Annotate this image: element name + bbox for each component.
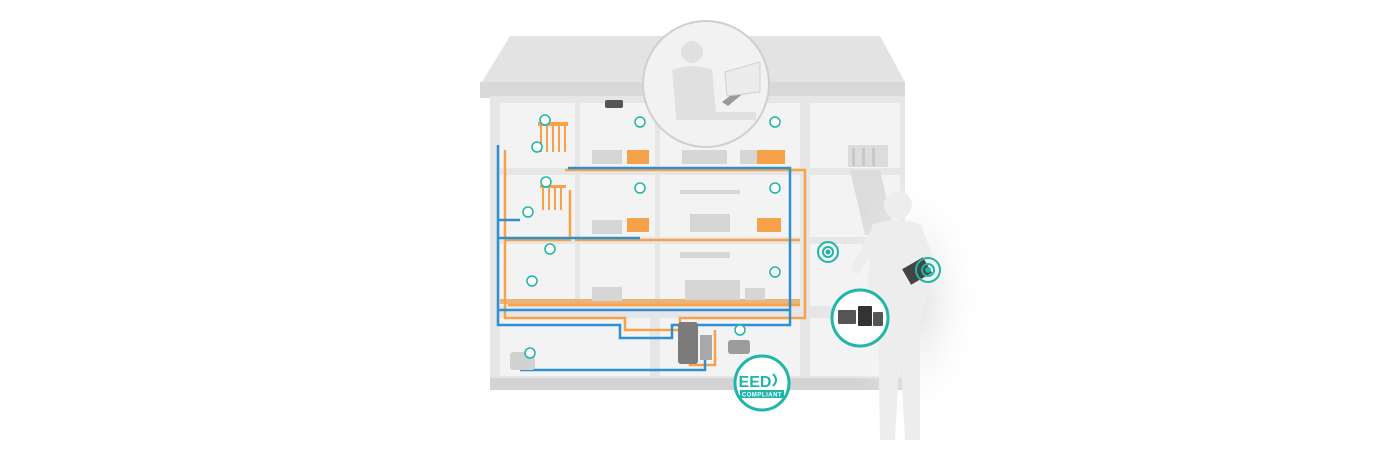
wireless-signal-icon (522, 206, 534, 218)
wooden-floor (500, 299, 800, 304)
gateway-device (605, 100, 623, 108)
room (500, 244, 575, 306)
wireless-signal-icon (539, 114, 551, 126)
office-worker-laptop-icon (642, 20, 770, 148)
wireless-signal-icon (531, 141, 543, 153)
wireless-signal-icon (915, 257, 941, 283)
wireless-signal-icon (540, 176, 552, 188)
radiators (538, 122, 785, 232)
wireless-signal-icon (634, 116, 646, 128)
wireless-signal-icon (769, 266, 781, 278)
badge-main-text: EED (739, 374, 772, 391)
badge-sub-text: COMPLIANT (742, 393, 782, 399)
wireless-signal-icon (526, 275, 538, 287)
signal-arc-icon (772, 373, 777, 387)
tablet-devices-icon (830, 288, 890, 348)
meter-device (728, 340, 750, 354)
wireless-signal-icon (817, 241, 839, 263)
wireless-signal-icon (769, 182, 781, 194)
wireless-signal-icon (634, 182, 646, 194)
wireless-signal-icon (524, 347, 536, 359)
badge-sub-bar (740, 390, 784, 398)
wireless-signal-icon (734, 324, 746, 336)
wireless-signal-icon (769, 116, 781, 128)
eed-compliant-badge: EED COMPLIANT (733, 354, 791, 412)
water-tank (678, 322, 698, 364)
boiler (700, 335, 712, 360)
wireless-signal-icon (544, 243, 556, 255)
furniture (592, 150, 765, 301)
room (500, 103, 575, 168)
building-base (490, 378, 905, 390)
wireless-sensors (522, 114, 781, 359)
room (500, 175, 575, 237)
